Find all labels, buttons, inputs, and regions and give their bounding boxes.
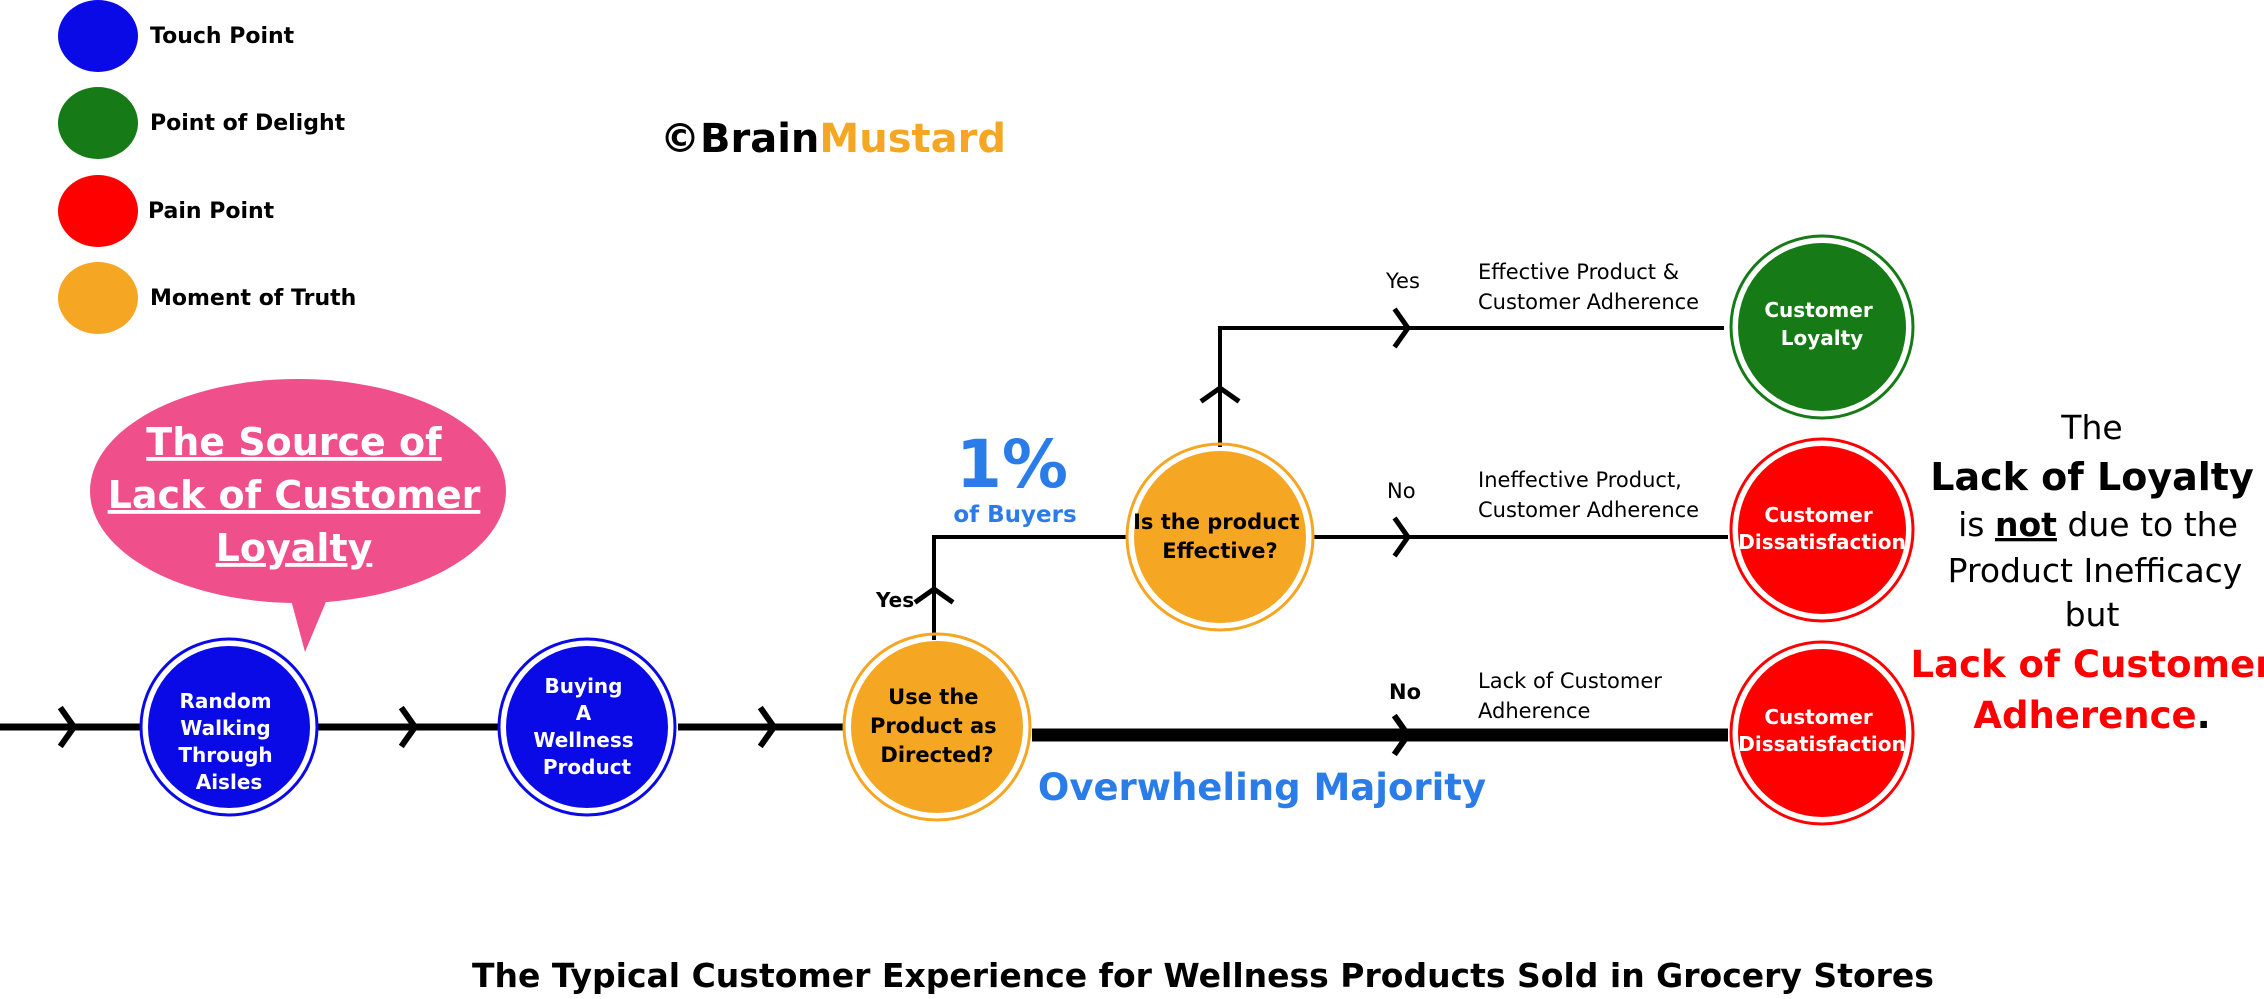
callout-line-3: Loyalty <box>216 526 373 570</box>
conclusion-product-inefficacy: Product Inefficacy <box>1948 551 2243 590</box>
legend-swatch-moment-of-truth <box>58 262 138 334</box>
node-buying: Buying A Wellness Product <box>497 637 677 817</box>
callout-line-1: The Source of <box>146 420 442 464</box>
legend-item-touch-point: Touch Point <box>58 0 295 72</box>
conclusion: The Lack of Loyalty is not due to the Pr… <box>1911 408 2264 737</box>
brand-logo: ©BrainMustard <box>660 116 1006 162</box>
node-text: Customer Dissatisfaction <box>1738 705 1906 756</box>
node-fill <box>851 641 1023 813</box>
arrows <box>57 307 1412 757</box>
legend-label-pain-point: Pain Point <box>148 199 275 224</box>
node-ring <box>842 632 1032 822</box>
arrow-chevron <box>398 705 419 749</box>
node-fill <box>506 646 668 808</box>
node-dissatisfaction-ineffective: Customer Dissatisfaction <box>1729 437 1915 623</box>
callout-bubble <box>90 379 506 603</box>
legend-label-moment-of-truth: Moment of Truth <box>150 286 356 311</box>
node-effective: Is the product Effective? <box>1125 442 1315 632</box>
conclusion-adherence: Adherence. <box>1973 694 2210 737</box>
connector-effective-yes <box>1218 326 1724 447</box>
node-fill <box>1738 243 1906 411</box>
node-fill <box>1738 649 1906 817</box>
source-callout: The Source of Lack of Customer Loyalty <box>90 379 506 652</box>
node-ring <box>139 637 319 817</box>
arrow-chevron <box>57 705 78 749</box>
node-use-product: Use the Product as Directed? <box>842 632 1032 822</box>
node-ring <box>1729 234 1915 420</box>
conclusion-lack-of-loyalty: Lack of Loyalty <box>1930 455 2254 499</box>
conclusion-but: but <box>2065 595 2120 634</box>
node-fill <box>1738 446 1906 614</box>
arrow-chevron <box>757 705 778 749</box>
diagram-title: The Typical Customer Experience for Well… <box>472 956 1934 995</box>
legend-swatch-touch-point <box>58 0 138 72</box>
node-text: Buying A Wellness Product <box>533 674 640 779</box>
arrow-chevron-up <box>913 585 955 605</box>
legend-label-touch-point: Touch Point <box>150 24 295 49</box>
node-text: Customer Loyalty <box>1764 298 1879 350</box>
arrow-chevron <box>1391 713 1412 757</box>
node-text: Use the Product as Directed? <box>870 685 1004 767</box>
majority-label: Overwheling Majority <box>1038 766 1486 809</box>
node-ring <box>1125 442 1315 632</box>
node-fill <box>1134 451 1306 623</box>
label-no-use: No <box>1389 680 1421 704</box>
node-ring <box>497 637 677 817</box>
label-yes-use: Yes <box>875 588 914 612</box>
node-ring <box>1729 640 1915 826</box>
conclusion-lack-of-customer: Lack of Customer <box>1911 643 2264 686</box>
connector-yes-to-effective <box>932 535 1126 640</box>
of-buyers-label: of Buyers <box>953 502 1076 528</box>
arrow-chevron <box>1392 307 1412 349</box>
conclusion-not-due: is not due to the <box>1958 505 2238 544</box>
legend-swatch-point-of-delight <box>58 87 138 159</box>
legend-swatch-pain-point <box>58 175 138 247</box>
arrow-chevron-up <box>1199 384 1241 404</box>
label-no-effective: No <box>1387 479 1416 503</box>
label-lack-adherence: Lack of Customer Adherence <box>1478 669 1669 723</box>
label-effective-adherence: Effective Product & Customer Adherence <box>1478 260 1699 314</box>
node-text: Is the product Effective? <box>1133 510 1307 563</box>
conclusion-the: The <box>2060 408 2122 447</box>
node-customer-loyalty: Customer Loyalty <box>1729 234 1915 420</box>
legend-item-point-of-delight: Point of Delight <box>58 87 346 159</box>
label-ineffective-adherence: Ineffective Product, Customer Adherence <box>1478 468 1699 522</box>
node-random-walking: Random Walking Through Aisles <box>139 637 319 817</box>
node-ring <box>1729 437 1915 623</box>
node-text: Random Walking Through Aisles <box>178 689 279 794</box>
node-fill <box>148 646 310 808</box>
label-yes-effective: Yes <box>1385 269 1420 293</box>
legend: Touch Point Point of Delight Pain Point … <box>58 0 356 334</box>
percent-buyers: 1% <box>956 426 1068 503</box>
callout-pointer <box>287 585 333 652</box>
legend-item-pain-point: Pain Point <box>58 175 275 247</box>
arrow-chevron <box>1392 516 1412 558</box>
node-text: Customer Dissatisfaction <box>1738 503 1906 554</box>
node-dissatisfaction-adherence: Customer Dissatisfaction <box>1729 640 1915 826</box>
legend-item-moment-of-truth: Moment of Truth <box>58 262 356 334</box>
callout-line-2: Lack of Customer <box>108 473 481 517</box>
connectors <box>0 326 1728 742</box>
legend-label-point-of-delight: Point of Delight <box>150 111 346 136</box>
